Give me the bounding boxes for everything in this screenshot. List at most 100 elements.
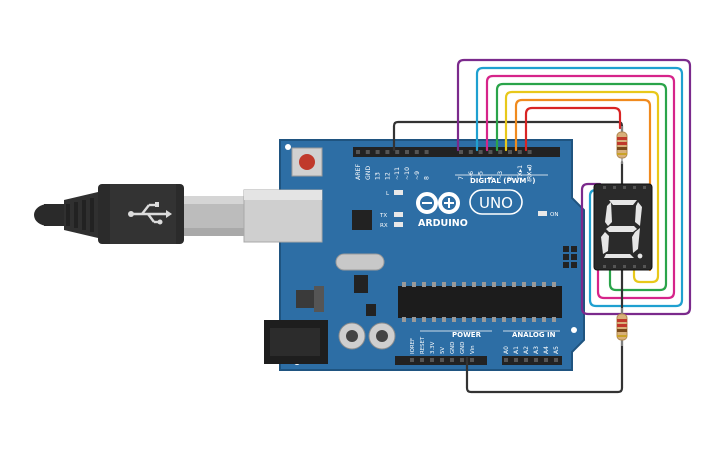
led-tx — [394, 212, 403, 217]
segment-f — [605, 202, 612, 226]
digital-pin-label: RX◂0 — [527, 164, 534, 180]
digital-pin-label: ~5 — [478, 171, 485, 180]
usb-cable-strain-relief — [64, 192, 98, 238]
digital-pin-socket[interactable] — [508, 150, 512, 154]
digital-pin-socket[interactable] — [414, 150, 419, 154]
segment-dp — [637, 253, 643, 259]
led-on-label: ON — [550, 212, 558, 218]
wire-gnd-bottom[interactable] — [465, 338, 624, 394]
analog-pin-socket[interactable] — [534, 358, 538, 362]
dc-power-jack — [264, 320, 328, 364]
power-pin-label: RESET — [420, 336, 426, 354]
usb-symbol-icon — [132, 203, 166, 224]
wire-magenta[interactable] — [485, 74, 676, 300]
small-ic — [366, 304, 376, 316]
digital-pin-label: 2 — [507, 176, 514, 180]
digital-pin-label: ~10 — [404, 167, 411, 180]
power-pin-label: IOREF — [410, 338, 416, 354]
analog-pin-label: A1 — [513, 346, 520, 354]
power-pin-label: 3.3V — [430, 341, 436, 354]
capacitor — [368, 322, 396, 350]
digital-pin-socket[interactable] — [356, 150, 360, 154]
usb-chip — [352, 210, 372, 230]
power-pin-socket[interactable] — [430, 358, 434, 362]
digital-pin-label: 13 — [375, 172, 382, 180]
digital-pin-header — [353, 147, 560, 157]
segment-a — [609, 200, 637, 205]
power-pin-label: GND — [460, 342, 466, 354]
digital-pin-socket[interactable] — [459, 150, 463, 154]
analog-pin-label: A5 — [553, 346, 560, 354]
analog-pin-socket[interactable] — [504, 358, 508, 362]
power-pin-label: Vin — [470, 346, 476, 354]
atmega-microcontroller — [398, 282, 562, 322]
digital-pin-label: TX▸1 — [517, 165, 524, 181]
segment-b — [635, 202, 642, 226]
arduino-brand-text: ARDUINO — [418, 218, 468, 229]
led-tx-label: TX — [379, 213, 387, 219]
segment-d — [604, 254, 634, 258]
power-pin-label: GND — [450, 342, 456, 354]
uno-badge: UNO — [469, 189, 523, 215]
seven-segment-display[interactable]: 8. — [0, 0, 653, 271]
digital-pin-socket[interactable] — [468, 150, 473, 154]
analog-pin-label: A3 — [533, 346, 540, 354]
segment-g — [606, 226, 637, 232]
wire-gnd-black[interactable] — [392, 120, 624, 152]
segment-e — [601, 232, 609, 254]
wires — [392, 58, 692, 394]
resistor-bottom[interactable] — [616, 308, 628, 346]
digital-pin-socket[interactable] — [385, 150, 390, 154]
reset-button[interactable] — [291, 147, 323, 177]
power-pin-socket[interactable] — [440, 358, 444, 362]
power-header-label: POWER — [452, 331, 482, 339]
digital-pin-socket[interactable] — [405, 150, 409, 154]
power-pin-socket[interactable] — [450, 358, 454, 362]
led-l-label: L — [386, 191, 390, 197]
digital-pin-label: 4 — [487, 176, 494, 180]
capacitor — [338, 322, 366, 350]
small-ic — [354, 275, 368, 293]
digital-pin-socket[interactable] — [517, 150, 522, 154]
power-pin-label: 5V — [440, 347, 446, 354]
wire-red[interactable] — [524, 106, 622, 152]
analog-pin-socket[interactable] — [514, 358, 518, 362]
digital-pin-label: ~3 — [497, 171, 504, 180]
power-pin-socket[interactable] — [460, 358, 464, 362]
analog-pin-socket[interactable] — [554, 358, 558, 362]
power-pin-socket[interactable] — [470, 358, 474, 362]
digital-pin-socket[interactable] — [375, 150, 380, 154]
usb-cable-icon[interactable] — [34, 184, 244, 244]
analog-pin-socket[interactable] — [524, 358, 528, 362]
digital-pin-label: 12 — [384, 172, 391, 180]
wire-cyan[interactable] — [475, 66, 684, 308]
power-pin-socket[interactable] — [410, 358, 414, 362]
wire-purple[interactable] — [456, 58, 692, 316]
wire-green[interactable] — [495, 82, 668, 292]
digital-pin-socket[interactable] — [478, 150, 483, 154]
digital-pin-label: 8 — [424, 176, 431, 180]
digital-pin-socket[interactable] — [498, 150, 503, 154]
digital-pin-socket[interactable] — [424, 150, 429, 154]
analog-pin-socket[interactable] — [544, 358, 548, 362]
digital-pin-socket[interactable] — [488, 150, 493, 154]
digital-header-label: DIGITAL (PWM~) — [470, 177, 535, 185]
digital-pin-label: ~9 — [414, 171, 421, 180]
mounting-hole — [571, 327, 577, 333]
uno-model-text: UNO — [479, 194, 513, 212]
display-pins-top — [603, 186, 646, 189]
digital-pin-label: AREF — [355, 164, 362, 180]
digital-pin-label: ~6 — [468, 171, 475, 180]
digital-pin-socket[interactable] — [365, 150, 370, 154]
digital-pin-socket[interactable] — [527, 150, 532, 154]
power-pin-socket[interactable] — [420, 358, 424, 362]
wire-yellow[interactable] — [504, 90, 660, 284]
analog-pin-label: A2 — [523, 346, 530, 354]
digital-pin-socket[interactable] — [395, 150, 400, 154]
analog-header-label: ANALOG IN — [512, 331, 556, 339]
wire-orange[interactable] — [514, 98, 652, 272]
segment-c — [632, 228, 640, 253]
resistor-top[interactable] — [616, 126, 628, 164]
